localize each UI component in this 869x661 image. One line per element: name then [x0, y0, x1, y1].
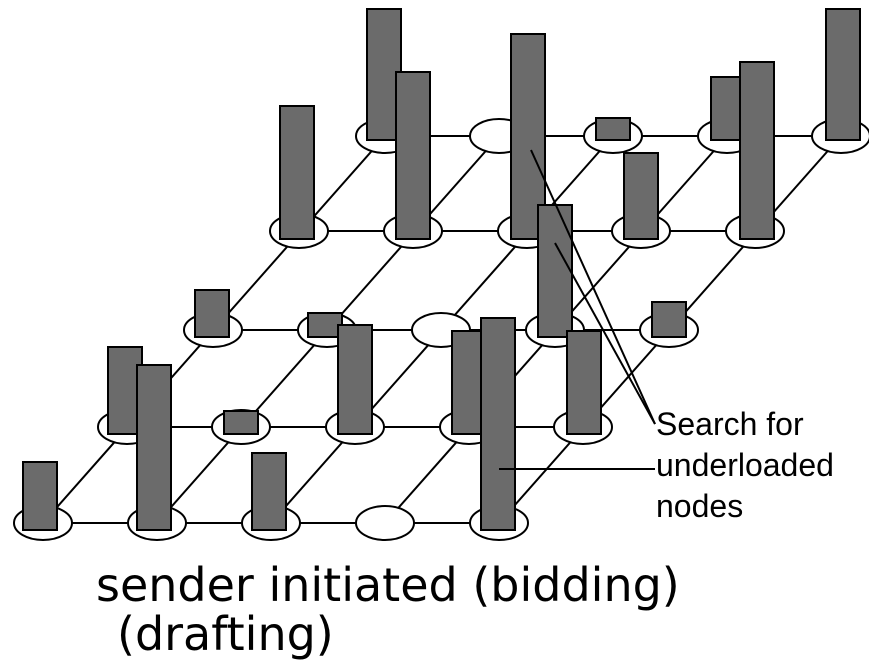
load-bar	[566, 330, 602, 435]
load-bar	[480, 317, 516, 531]
load-bar	[395, 71, 431, 240]
load-bar	[194, 289, 230, 338]
annotation-line-3: nodes	[656, 488, 744, 524]
load-bar	[279, 105, 315, 240]
load-bar	[537, 204, 573, 338]
load-bars	[22, 8, 861, 531]
load-bar	[623, 152, 659, 240]
load-bar	[251, 452, 287, 531]
load-bar	[739, 61, 775, 240]
pointer-line	[554, 242, 656, 425]
load-bar	[22, 461, 58, 531]
load-bar	[223, 410, 259, 435]
annotation-line-2: underloaded	[656, 447, 834, 483]
load-bar	[337, 324, 373, 435]
load-bar	[825, 8, 861, 141]
node	[355, 505, 415, 541]
load-bar	[595, 117, 631, 141]
load-bar	[651, 301, 687, 338]
caption-line-1: sender initiated (bidding)	[96, 558, 680, 612]
load-bar	[307, 312, 343, 338]
annotation-line-1: Search for	[656, 406, 804, 442]
caption-line-2: (drafting)	[117, 607, 334, 661]
annotation-pointers	[499, 149, 656, 470]
load-bar	[136, 364, 172, 531]
pointer-line	[530, 149, 656, 425]
